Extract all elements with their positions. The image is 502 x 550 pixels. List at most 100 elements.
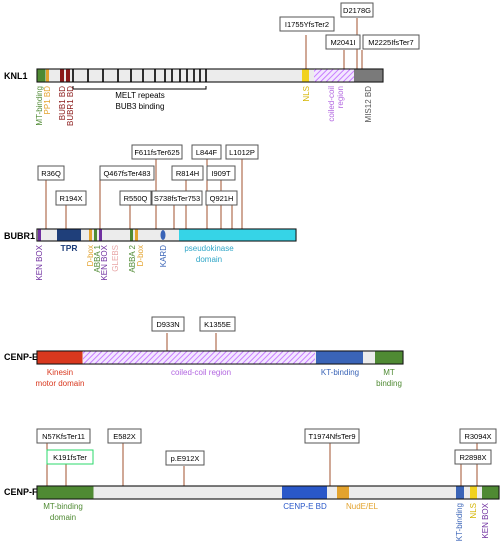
svg-text:K1355E: K1355E [204, 320, 231, 329]
bubr1-pk-segment [179, 229, 296, 241]
mut-r550q: R550Q [119, 190, 152, 206]
bubr1-dbox2-segment [135, 229, 138, 241]
bubr1-glebs-label: GLEBS [111, 245, 120, 272]
bubr1-ken2-segment [99, 229, 102, 241]
mut-q921h: Q921H [205, 190, 238, 206]
cenpe-coil-segment [83, 351, 315, 364]
cenpe-kinesin-label-1: Kinesin [47, 368, 73, 377]
mut-l844f: L844F [191, 144, 222, 160]
cenpe-kinesin-segment [37, 351, 83, 364]
bubr1-dbox-segment [89, 229, 92, 241]
cenpe-name: CENP-E [4, 352, 38, 362]
cenpf-mt-domain-label: domain [50, 513, 76, 522]
bubr1-name: BUBR1 [4, 231, 35, 241]
svg-text:K191fsTer: K191fsTer [53, 453, 87, 462]
knl1-pp1-label: PP1 BD [43, 86, 52, 115]
bubr1-pk-label-2: domain [196, 255, 222, 264]
svg-text:D933N: D933N [156, 320, 179, 329]
bubr1-diagram: BUBR1 R36Q R194X Q467fsTer483 R550Q [4, 144, 297, 281]
knl1-melt-lines [72, 69, 207, 82]
svg-text:I909T: I909T [211, 169, 231, 178]
bubr1-kard-segment [160, 230, 166, 240]
knl1-bubr1-label: BUBR1 BD [66, 86, 75, 126]
cenpe-kinesin-label-2: motor domain [36, 379, 85, 388]
svg-text:R36Q: R36Q [41, 169, 61, 178]
svg-text:N57KfsTer11: N57KfsTer11 [42, 432, 85, 441]
cenpf-cenpe-label: CENP-E BD [283, 502, 327, 511]
bubr1-abba1-label: ABBA 1 [93, 244, 102, 272]
cenpf-diagram: CENP-F N57KfsTer11 K191fsTer E582X p.E91… [4, 428, 500, 541]
mut-t1974: T1974NfsTer9 [304, 428, 360, 444]
knl1-nls-label: NLS [302, 86, 311, 102]
cenpe-kt-label: KT-binding [321, 368, 359, 377]
bubr1-tpr-label: TPR [61, 243, 78, 253]
mut-r814h: R814H [171, 165, 204, 181]
svg-text:p.E912X: p.E912X [171, 454, 200, 463]
mut-q467: Q467fsTer483 [99, 165, 155, 181]
svg-text:Q467fsTer483: Q467fsTer483 [103, 169, 150, 178]
cenpf-ken-label: KEN BOX [481, 502, 490, 538]
cenpf-end-segment [482, 486, 499, 499]
bubr1-kard-label: KARD [159, 245, 168, 267]
svg-text:M2041I: M2041I [330, 38, 355, 47]
svg-text:S738fsTer753: S738fsTer753 [154, 194, 200, 203]
svg-text:L1012P: L1012P [229, 148, 255, 157]
knl1-mt-segment [37, 69, 46, 82]
knl1-coil-label-2: region [336, 86, 345, 108]
cenpf-cenpe-segment [282, 486, 327, 499]
cenpf-kt-label: KT-binding [455, 503, 464, 541]
knl1-bub1-label: BUB1 BD [58, 86, 67, 120]
cenpf-bar [36, 485, 500, 500]
mut-m2225: M2225IfsTer7 [362, 34, 420, 50]
bubr1-abba2-label: ABBA 2 [128, 244, 137, 272]
mut-r2898x: R2898X [454, 449, 492, 465]
cenpf-mt-label: MT-binding [43, 502, 83, 511]
bub3-label: BUB3 binding [116, 102, 165, 111]
bubr1-tpr-segment [57, 229, 81, 241]
mut-r194x: R194X [55, 190, 87, 206]
mut-e582x: E582X [107, 428, 142, 444]
mut-l1012p: L1012P [225, 144, 259, 160]
svg-text:R550Q: R550Q [124, 194, 148, 203]
mut-r3094x: R3094X [459, 428, 497, 444]
cenpe-kt-segment [316, 351, 363, 364]
mut-e912x: p.E912X [165, 450, 205, 466]
mut-r36q: R36Q [37, 165, 65, 181]
bubr1-ken2-label: KEN BOX [100, 244, 109, 280]
knl1-bub1-segment [60, 69, 64, 82]
mut-d2178: D2178G [340, 2, 374, 18]
knl1-pp1-segment [46, 69, 49, 82]
svg-text:M2225IfsTer7: M2225IfsTer7 [368, 38, 413, 47]
mut-s738: S738fsTer753 [151, 190, 203, 206]
knl1-diagram: KNL1 I1755YfsTer2 D2178G M2041I M2225Ifs… [4, 2, 420, 126]
melt-label: MELT repeats [115, 91, 165, 100]
mut-n57k: N57KfsTer11 [36, 428, 91, 444]
bubr1-ken-label: KEN BOX [35, 244, 44, 280]
knl1-coil-label-1: coiled-coil [327, 86, 336, 122]
cenpe-coil-label: coiled-coil region [171, 368, 231, 377]
knl1-nls-segment [302, 69, 309, 82]
cenpf-nude-segment [337, 486, 349, 499]
cenpf-mt-segment [37, 486, 94, 499]
mut-d933n: D933N [151, 316, 185, 332]
svg-text:E582X: E582X [113, 432, 136, 441]
cenpf-nls-label: NLS [469, 503, 478, 519]
bubr1-ken-segment [38, 229, 41, 241]
cenpe-mt-label-1: MT [383, 368, 395, 377]
svg-text:R2898X: R2898X [459, 453, 486, 462]
svg-text:T1974NfsTer9: T1974NfsTer9 [308, 432, 355, 441]
knl1-mt-label: MT-binding [35, 86, 44, 126]
svg-text:I1755YfsTer2: I1755YfsTer2 [285, 20, 329, 29]
knl1-bar [36, 68, 384, 83]
svg-text:L844F: L844F [196, 148, 218, 157]
bubr1-abba1-segment [94, 229, 97, 241]
mut-f611: F611fsTer625 [131, 144, 183, 160]
bubr1-abba2-segment [130, 229, 133, 241]
bubr1-dbox-label: D-box [86, 245, 95, 266]
cenpe-mt-segment [375, 351, 403, 364]
svg-text:R194X: R194X [60, 194, 83, 203]
mut-m2041: M2041I [325, 34, 361, 50]
mut-i909t: I909T [206, 165, 236, 181]
svg-text:D2178G: D2178G [343, 6, 371, 15]
